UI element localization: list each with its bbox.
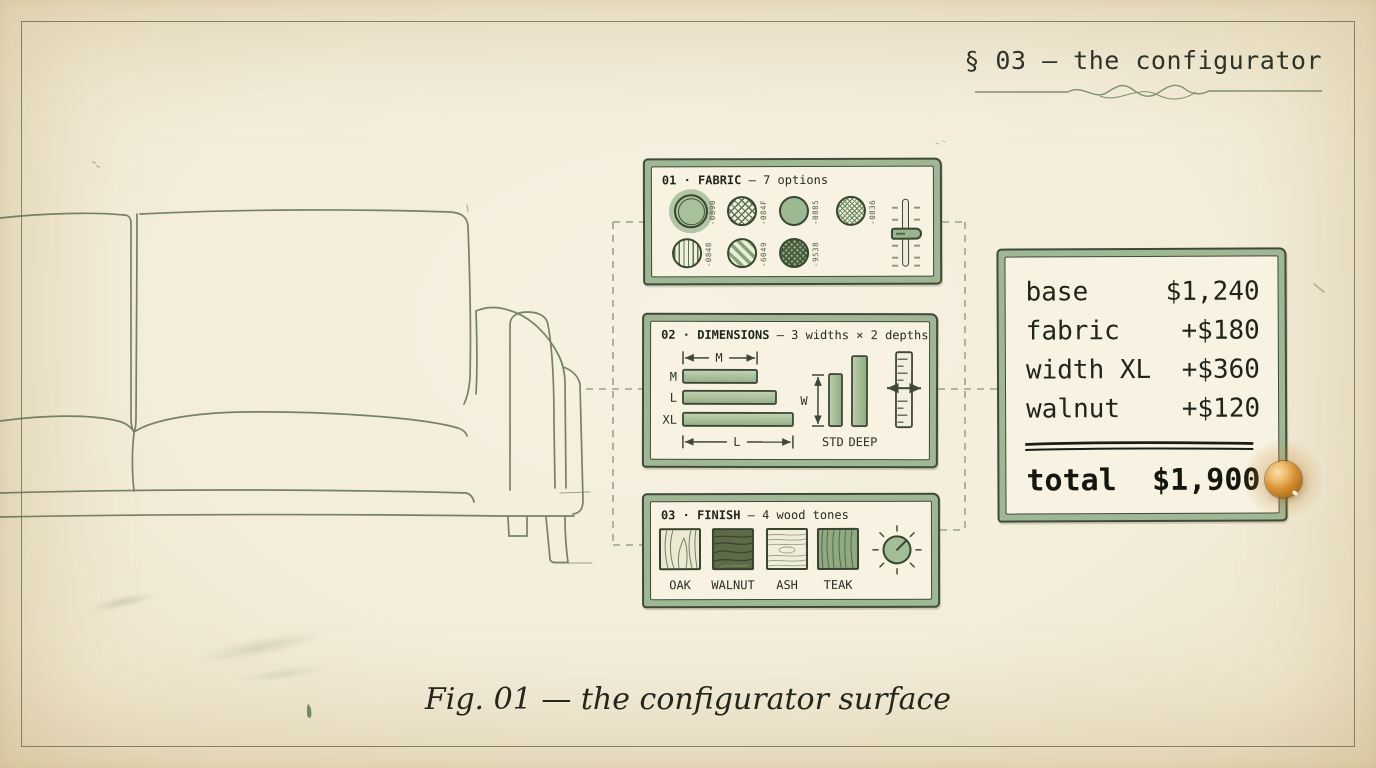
fabric-panel: 01 · FABRIC – 7 options -0890 -084F -088… (642, 157, 943, 286)
header-rule (975, 84, 1322, 100)
fabric-swatch-code: -0885 (810, 199, 821, 225)
wood-label-walnut: WALNUT (711, 578, 755, 593)
depth-option-label-deep: DEEP (848, 435, 877, 449)
wood-label-oak: OAK (669, 578, 691, 593)
depth-option-bar-deep[interactable] (851, 355, 868, 428)
fabric-swatch[interactable] (779, 237, 810, 269)
finish-knob[interactable] (869, 522, 925, 578)
slider-tick (913, 206, 920, 209)
fabric-swatch-code: -0836 (867, 199, 878, 225)
pencil-smudge (195, 625, 327, 669)
fabric-swatch[interactable] (778, 195, 810, 227)
price-row-value: +$180 (1181, 315, 1260, 346)
wood-swatch-walnut[interactable] (711, 528, 755, 571)
fabric-panel-title-strong: 01 · FABRIC (661, 173, 742, 188)
fabric-swatch[interactable] (672, 238, 703, 269)
finish-panel: 03 · FINISH – 4 wood tones (641, 492, 941, 609)
dimensions-panel-inner: 02 · DIMENSIONS – 3 widths × 2 depths (649, 320, 931, 461)
fabric-swatch-code: -0848 (704, 241, 714, 267)
fabric-swatch-selected[interactable] (673, 194, 709, 229)
dimensions-diagram: M L XL M L W STD DEEP (662, 348, 922, 450)
slider-tick (914, 244, 921, 247)
slider-tick (913, 218, 920, 221)
price-row: width XL +$360 (1026, 350, 1260, 390)
fabric-swatch-code: -0890 (707, 199, 718, 225)
price-row-label: width XL (1025, 354, 1152, 386)
push-pin-icon (1265, 461, 1302, 498)
finish-panel-title: 03 · FINISH – 4 wood tones (661, 508, 849, 522)
slider-tick (891, 206, 898, 209)
fabric-swatch[interactable] (727, 238, 758, 269)
price-row: walnut +$120 (1026, 389, 1260, 429)
fabric-swatch[interactable] (835, 195, 867, 226)
length-dim-label: L (733, 435, 740, 449)
width-option-bar-m[interactable] (682, 368, 758, 384)
width-row-label: L (670, 391, 677, 405)
fabric-swatch-code: -084F (758, 199, 769, 225)
price-row-value: +$120 (1181, 393, 1261, 424)
price-row-value: $1,240 (1165, 276, 1260, 307)
price-summary-inner: base $1,240 fabric +$180 width XL +$360 … (1004, 255, 1280, 515)
fabric-swatch-code: -9538 (811, 241, 821, 267)
slider-tick (892, 256, 899, 259)
price-row: base $1,240 (1026, 272, 1260, 312)
price-row-label: walnut (1026, 394, 1121, 425)
price-total-label: total (1026, 463, 1117, 499)
slider-tick (914, 264, 921, 267)
wood-swatch-oak[interactable] (658, 528, 702, 571)
ruler-icon (887, 351, 922, 429)
wood-label-ash: ASH (776, 577, 798, 593)
wood-label-teak: TEAK (823, 577, 853, 592)
slider-tick (892, 264, 899, 267)
width-row-label: XL (662, 413, 676, 427)
depth-dim-label: W (800, 394, 808, 408)
width-row-label: M (670, 370, 677, 384)
wood-swatch-teak[interactable] (816, 527, 860, 570)
width-option-bar-l[interactable] (682, 389, 777, 405)
finish-panel-title-strong: 03 · FINISH (660, 508, 741, 523)
price-row-label: fabric (1025, 316, 1120, 347)
finish-panel-inner: 03 · FINISH – 4 wood tones (649, 500, 933, 601)
price-row-value: +$360 (1181, 354, 1260, 385)
price-row-label: base (1025, 277, 1089, 308)
fabric-swatch[interactable] (726, 196, 758, 227)
total-separator-line (1025, 441, 1254, 452)
fabric-swatch-code: -6049 (759, 241, 769, 267)
fabric-slider-handle[interactable] (891, 227, 923, 240)
section-heading: § 03 – the configurator (964, 46, 1322, 75)
width-dim-label: M (715, 351, 722, 365)
fabric-panel-title-sub: – 7 options (748, 172, 829, 188)
fabric-panel-inner: 01 · FABRIC – 7 options -0890 -084F -088… (650, 165, 935, 278)
depth-option-label-std: STD (822, 435, 844, 449)
slider-tick (892, 244, 899, 247)
price-row: fabric +$180 (1026, 311, 1260, 351)
price-summary-panel: base $1,240 fabric +$180 width XL +$360 … (996, 247, 1288, 523)
finish-panel-title-sub: – 4 wood tones (747, 507, 849, 523)
figure-caption: Fig. 01 — the configurator surface (424, 682, 952, 717)
slider-tick (914, 256, 921, 259)
width-option-bar-xl[interactable] (682, 411, 794, 427)
dimensions-panel: 02 · DIMENSIONS – 3 widths × 2 depths (641, 312, 939, 469)
fabric-panel-title: 01 · FABRIC – 7 options (662, 173, 828, 187)
pencil-smudge (87, 588, 159, 616)
slider-tick (891, 218, 898, 221)
price-rows: base $1,240 fabric +$180 width XL +$360 … (1026, 272, 1261, 429)
depth-option-bar-std[interactable] (828, 373, 843, 427)
wood-swatch-ash[interactable] (765, 527, 809, 571)
price-total-row: total $1,900 (1026, 458, 1260, 503)
